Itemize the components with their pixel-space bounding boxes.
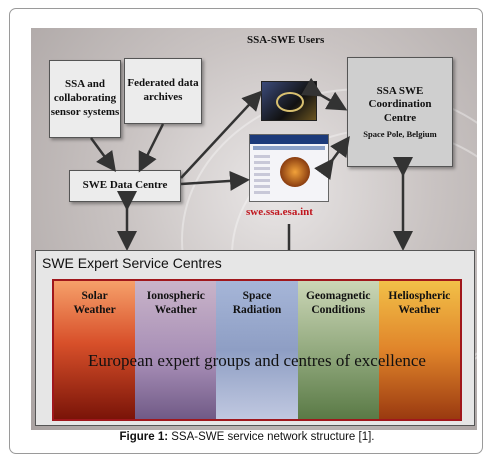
expert-column: Geomagnetic Conditions — [297, 281, 379, 419]
arrow-users-coordination — [301, 77, 348, 111]
federated-archives-node: Federated data archives — [124, 58, 202, 124]
ssa-sensors-node: SSA and collaborating sensor systems — [49, 60, 121, 138]
arrow-website-coordination — [314, 135, 350, 181]
arrow-datacentre-to-users — [180, 90, 263, 179]
caption-text: SSA-SWE service network structure [1]. — [171, 431, 375, 443]
expert-column: Ionospheric Weather — [135, 281, 217, 419]
arrow-archives-to-datacentre — [138, 123, 165, 173]
expert-column-label: Heliospheric Weather — [388, 290, 451, 317]
website-header-bar — [250, 135, 328, 144]
expert-column: Heliospheric Weather — [378, 281, 460, 419]
network-diagram: SSA and collaborating sensor systems Fed… — [31, 28, 477, 430]
data-centre-label: SWE Data Centre — [82, 179, 168, 192]
expert-panel: Solar Weather Ionospheric Weather Space … — [52, 279, 462, 421]
website-url: swe.ssa.esa.int — [246, 206, 313, 218]
expert-centres-box: SWE Expert Service Centres Solar Weather… — [35, 250, 475, 426]
ssa-sensors-label: SSA and collaborating sensor systems — [50, 78, 120, 118]
sun-icon — [280, 157, 310, 187]
figure-caption: Figure 1: SSA-SWE service network struct… — [0, 431, 494, 443]
expert-column-label: Solar Weather — [73, 290, 116, 317]
federated-archives-label: Federated data archives — [127, 77, 199, 103]
expert-column-label: Geomagnetic Conditions — [305, 290, 371, 317]
users-title: SSA-SWE Users — [247, 34, 325, 46]
coordination-centre-label: SSA SWE Coordination Centre — [368, 84, 432, 125]
arrow-sensors-to-datacentre — [89, 137, 116, 173]
expert-column-label: Space Radiation — [232, 290, 282, 317]
expert-column-label: Ionospheric Weather — [146, 290, 205, 317]
expert-centres-title: SWE Expert Service Centres — [42, 255, 222, 271]
expert-column: Space Radiation — [216, 281, 298, 419]
coordination-location: Space Pole, Belgium — [363, 128, 437, 139]
coordination-centre-node: SSA SWE Coordination Centre Space Pole, … — [347, 57, 453, 167]
figure-frame: SSA and collaborating sensor systems Fed… — [9, 8, 483, 454]
website-nav-bar — [253, 146, 325, 150]
arrow-datacentre-to-website — [180, 170, 250, 191]
expert-column: Solar Weather — [54, 281, 136, 419]
caption-label: Figure 1: — [119, 431, 169, 443]
website-sidebar — [254, 155, 270, 195]
connection-arrows — [89, 77, 413, 251]
